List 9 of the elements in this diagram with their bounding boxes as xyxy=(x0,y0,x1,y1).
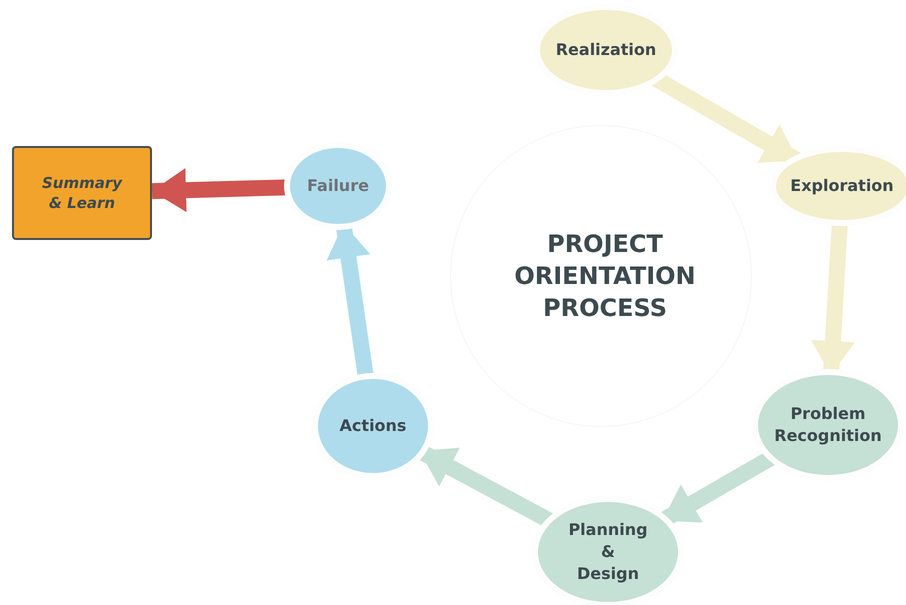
diagram-title: PROJECT ORIENTATION PROCESS xyxy=(513,229,697,324)
node-label: Realization xyxy=(556,39,656,61)
node-label: Summary & Learn xyxy=(40,173,124,213)
process-box xyxy=(12,146,152,240)
node-label: Actions xyxy=(340,415,406,437)
node-label: Planning & Design xyxy=(568,519,648,585)
node-label: Failure xyxy=(307,175,369,197)
node-label: Exploration xyxy=(790,175,894,197)
node-label: Problem Recognition xyxy=(773,403,883,447)
